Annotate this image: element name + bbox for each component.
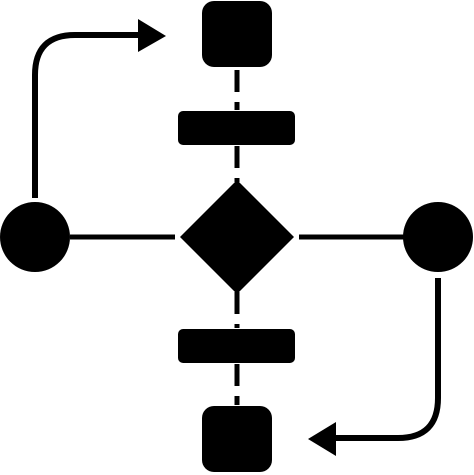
process-top-shape — [178, 111, 295, 145]
start-terminal-shape — [202, 1, 272, 67]
end-terminal-shape — [202, 406, 272, 472]
connector-right-circle — [403, 202, 473, 272]
loop-arrow-top-path — [32, 32, 140, 198]
loop-arrow-bottom-head — [308, 422, 336, 456]
loop-arrow-top-head — [138, 19, 166, 52]
process-bottom-shape — [178, 329, 295, 363]
loop-arrow-bottom-path — [334, 278, 441, 441]
connector-left-circle — [0, 202, 70, 272]
decision-diamond-shape — [180, 180, 294, 294]
